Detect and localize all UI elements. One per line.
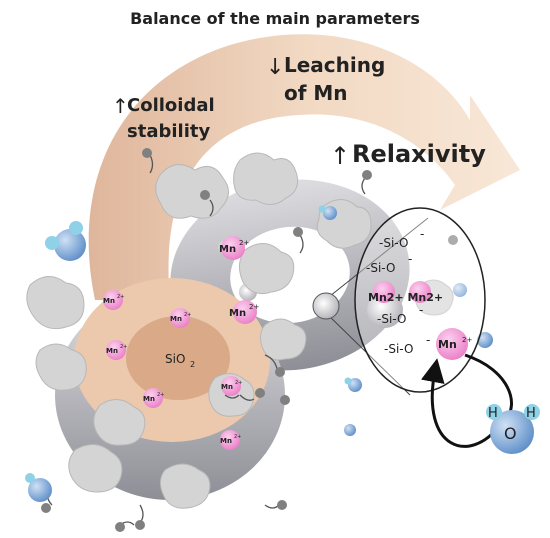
ion-charge: 2+ (235, 380, 242, 386)
mn-ion: Mn 2+ (106, 340, 127, 360)
colloidal-label-line1: Colloidal (127, 95, 215, 116)
protein (93, 399, 146, 446)
ion-charge: 2+ (117, 294, 124, 300)
core-label-subscript: 2 (190, 360, 195, 369)
silanol-1-charge: - (420, 227, 424, 241)
ion-charge: 2+ (239, 239, 249, 247)
relaxivity-label: Relaxivity (352, 140, 486, 168)
ion-label: Mn (170, 315, 182, 323)
colloidal-arrow: ↑ (112, 94, 129, 118)
cycle-arrow-band (88, 34, 520, 301)
ion-charge: 2+ (462, 336, 472, 344)
protein (233, 152, 299, 205)
mn-ion: Mn 2+ (229, 300, 259, 324)
mn-ion: Mn 2+ (143, 388, 164, 408)
silanol-3: -Si-O (377, 312, 406, 326)
mn-ion: Mn 2+ (170, 308, 191, 328)
relaxivity-arrow: ↑ (330, 142, 350, 170)
water-h-right: H (526, 406, 536, 421)
core-label: SiO (165, 352, 185, 366)
ion-charge: 2+ (120, 344, 127, 350)
protein (239, 243, 295, 295)
zoom-source-pore (312, 292, 340, 320)
zoom-inset: -Si-O - -Si-O - Mn2+ Mn2+ -Si-O - -Si-O … (354, 207, 486, 393)
protein (155, 164, 229, 219)
protein (259, 318, 307, 361)
leaching-label-line2: of Mn (284, 81, 348, 105)
diagram-title: Balance of the main parameters (130, 9, 420, 28)
ion-label: Mn (103, 297, 115, 305)
ion-charge: 2+ (184, 312, 191, 318)
ion-label: Mn (229, 308, 246, 319)
chain-ends (41, 148, 458, 532)
silanol-2: -Si-O (366, 261, 395, 275)
protein (159, 463, 211, 509)
leaching-label-line1: Leaching (284, 53, 385, 77)
water-molecules (25, 205, 493, 502)
silica-core (126, 316, 230, 400)
mn-ion: Mn 2+ (103, 290, 124, 310)
leaching-arrow: ↓ (266, 55, 284, 80)
zoom-pore (367, 292, 403, 328)
ion-charge: 2+ (249, 303, 259, 311)
water-molecule: H H O (486, 404, 540, 454)
silanol-3-charge: - (419, 303, 423, 317)
silanol-4-charge: - (426, 333, 430, 347)
zoom-ion-right (409, 281, 431, 303)
mn-ion: Mn 2+ (220, 430, 241, 450)
colloidal-label-line2: stability (127, 121, 210, 142)
silanol-1: -Si-O (379, 236, 408, 250)
ion-label: Mn (221, 383, 233, 391)
water-exchange-arrow (421, 358, 502, 448)
ion-label: Mn (143, 395, 155, 403)
silanol-4: -Si-O (384, 342, 413, 356)
water-o: O (504, 424, 517, 443)
mn-ions: Mn 2+ Mn 2+ Mn 2+ Mn 2+ Mn 2+ Mn 2+ (103, 236, 259, 450)
zoom-ion-left (373, 281, 395, 303)
zoom-ion-pair: Mn2+ Mn2+ (368, 291, 443, 304)
ion-label: Mn (219, 244, 236, 255)
protein (68, 444, 123, 493)
zoom-connector (324, 217, 429, 301)
ion-label: Mn (438, 338, 457, 351)
ion-charge: 2+ (157, 392, 164, 398)
exchange-ion: Mn 2+ (436, 328, 472, 360)
water-h-left: H (488, 406, 498, 421)
mn-ion: Mn 2+ (221, 376, 242, 396)
ion-label: Mn (106, 347, 118, 355)
ion-charge: 2+ (234, 434, 241, 440)
protein (35, 343, 87, 391)
ion-label: Mn (220, 437, 232, 445)
protein (26, 276, 85, 330)
mn-ion: Mn 2+ (219, 236, 249, 260)
silanol-2-charge: - (408, 252, 412, 266)
